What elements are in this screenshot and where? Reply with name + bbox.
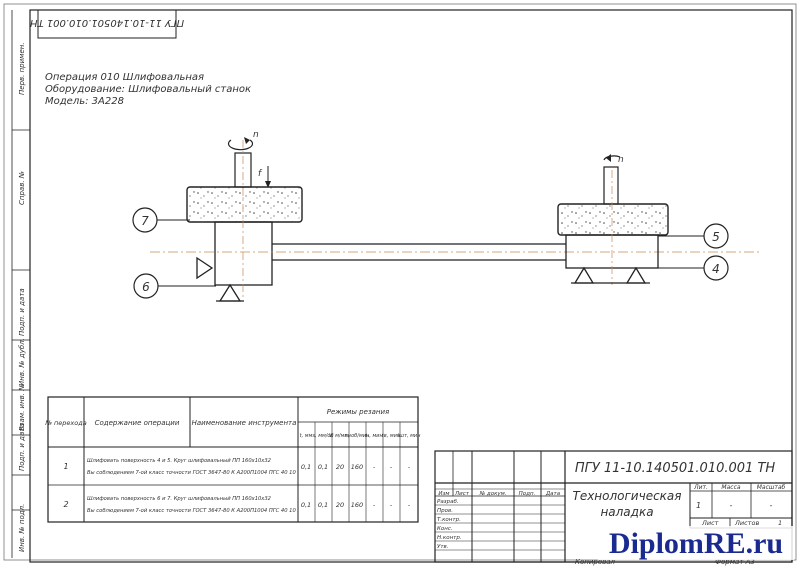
- row-v: 20: [336, 501, 344, 509]
- sheet-label: Лист: [701, 519, 719, 527]
- process-table: [47, 396, 419, 523]
- support-icon: [573, 266, 595, 284]
- row-t: 0,1: [301, 501, 311, 509]
- strip-label: Инв. № дубл.: [18, 338, 26, 386]
- strip-label: Взам. инв. №: [18, 383, 26, 431]
- row-content: Вы соблюдением 7-ой класс точности ГОСТ …: [87, 470, 296, 476]
- row-t: 0,1: [301, 463, 311, 471]
- header-sub: tв, мин: [382, 433, 401, 439]
- strip-label: Справ. №: [18, 171, 26, 205]
- left-strip: Перв. примен. Справ. № Подп. и дата Инв.…: [11, 10, 30, 558]
- sheets-value: 1: [778, 519, 782, 527]
- right-spindle: [603, 166, 619, 205]
- role-label: Т.контр.: [437, 517, 461, 523]
- row-t1: -: [373, 501, 376, 509]
- header-step: № перехода: [44, 419, 87, 427]
- rotation-label: n: [253, 130, 259, 140]
- format-label: Формат А3: [715, 558, 755, 566]
- role-label: Н.контр.: [437, 535, 462, 541]
- process-table-text: № перехода Содержание операции Наименова…: [44, 408, 421, 514]
- watermark-logo: DiplomRE.ru: [598, 526, 794, 560]
- col-header: Подп.: [519, 491, 536, 497]
- row-step: 2: [63, 500, 68, 509]
- row-content: Вы соблюдением 7-ой класс точности ГОСТ …: [87, 508, 296, 514]
- row-step: 1: [63, 462, 68, 471]
- strip-label: Инв. № подл.: [18, 504, 26, 552]
- header-modes: Режимы резания: [327, 408, 390, 416]
- row-t1: -: [373, 463, 376, 471]
- row-content: Шлифовать поверхность 4 и 5. Круг шлифов…: [87, 458, 271, 464]
- row-s: 0,1: [318, 463, 328, 471]
- role-label: Разраб.: [437, 499, 459, 505]
- header-content: Содержание операции: [95, 419, 180, 427]
- right-grinding-wheel: [557, 203, 669, 236]
- inner-frame: [29, 9, 793, 563]
- support-icon: [218, 283, 242, 302]
- header-sub: tₒ, мин: [365, 433, 383, 439]
- lit-value: 1: [696, 501, 701, 510]
- header-sub: t, мм: [300, 433, 313, 439]
- mass-value: -: [730, 501, 733, 510]
- copied-label: Копировал: [575, 558, 616, 566]
- role-label: Конс.: [437, 526, 453, 532]
- row-t2: -: [390, 501, 393, 509]
- scale-value: -: [770, 501, 773, 510]
- support-icon: [625, 266, 647, 284]
- operation-heading: Операция 010 Шлифовальная Оборудование: …: [45, 72, 251, 107]
- strip-label: Подп. и дата: [18, 288, 26, 336]
- mass-label: Масса: [721, 484, 740, 491]
- callout-4: 4: [712, 262, 720, 276]
- row-t3: -: [408, 501, 411, 509]
- row-v: 20: [336, 463, 344, 471]
- document-title-line1: Технологическая: [572, 489, 681, 503]
- row-n: 160: [351, 501, 363, 509]
- document-code: ПГУ 11-10.140501.010.001 ТН: [575, 461, 776, 476]
- watermark-text: DiplomRE.ru: [609, 527, 783, 560]
- document-title-line2: наладка: [600, 505, 653, 519]
- left-workpiece: [214, 221, 273, 286]
- role-label: Пров.: [437, 508, 453, 514]
- support-icon: [196, 256, 214, 280]
- lit-label: Лит.: [693, 484, 708, 491]
- callout-7: 7: [141, 214, 149, 228]
- row-content: Шлифовать поверхность 6 и 7. Круг шлифов…: [87, 496, 271, 502]
- col-header: № докум.: [478, 491, 506, 497]
- header-tool: Наименование инструмента: [192, 419, 297, 427]
- callout-6: 6: [142, 280, 150, 294]
- left-grinding-wheel: [186, 186, 303, 223]
- machining-sketch: n f n 7: [132, 130, 760, 302]
- col-header: Изм: [438, 491, 449, 497]
- row-t2: -: [390, 463, 393, 471]
- rotated-code-text: ПГУ 11-10.140501.010.001 ТН: [29, 17, 184, 28]
- sheets-label: Листов: [734, 519, 759, 527]
- model-line: Модель: 3А228: [45, 96, 124, 107]
- header-sub: V, м/мин: [329, 433, 352, 439]
- header-sub: tшт, мин: [398, 433, 422, 439]
- outer-border: [3, 3, 797, 561]
- scale-label: Масштаб: [757, 484, 786, 491]
- row-n: 160: [351, 463, 363, 471]
- rotation-arrow-icon: [227, 139, 254, 151]
- row-s: 0,1: [318, 501, 328, 509]
- equipment-line: Оборудование: Шлифовальный станок: [45, 83, 251, 95]
- rotated-code-box: ПГУ 11-10.140501.010.001 ТН: [29, 9, 184, 39]
- strip-label: Подп. и дата: [18, 423, 26, 471]
- strip-label: Перв. примен.: [18, 42, 26, 95]
- feed-label: f: [258, 169, 263, 179]
- col-header: Лист: [454, 491, 470, 497]
- header-sub: s, мм/об: [312, 433, 333, 439]
- col-header: Дата: [545, 491, 561, 497]
- callout-5: 5: [712, 230, 720, 244]
- row-t3: -: [408, 463, 411, 471]
- header-sub: n, об/мин: [345, 433, 370, 439]
- feed-arrow-icon: [265, 181, 271, 188]
- operation-line: Операция 010 Шлифовальная: [45, 72, 204, 83]
- role-label: Утв.: [437, 544, 449, 550]
- title-block: ПГУ 11-10.140501.010.001 ТН Технологичес…: [437, 461, 786, 550]
- rotation-label: n: [618, 155, 624, 165]
